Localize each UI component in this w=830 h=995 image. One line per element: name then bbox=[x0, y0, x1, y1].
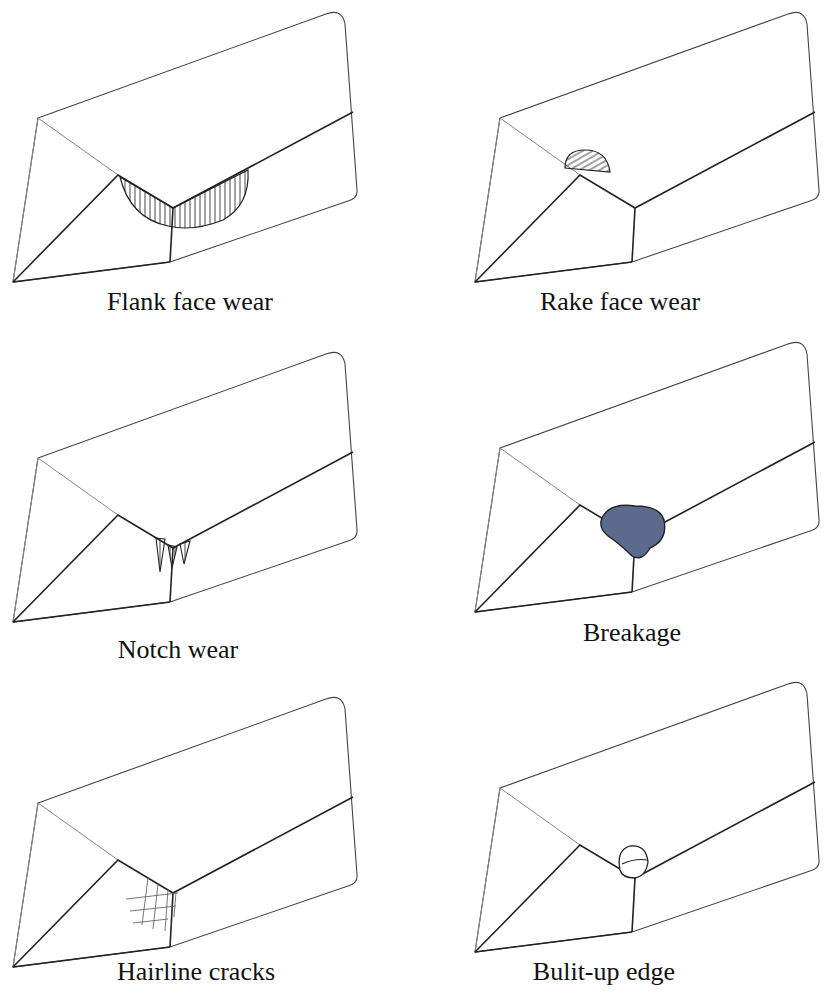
built-up-edge-tool bbox=[475, 682, 819, 952]
flank-wear-tool bbox=[13, 12, 357, 282]
caption-label: Rake face wear bbox=[540, 287, 700, 317]
caption-label: Notch wear bbox=[118, 635, 239, 665]
notch-wear-tool bbox=[13, 352, 357, 622]
caption-label: Flank face wear bbox=[107, 287, 273, 317]
breakage-tool bbox=[475, 342, 819, 612]
caption-label: Hairline cracks bbox=[117, 957, 275, 987]
caption-label: Breakage bbox=[583, 618, 681, 648]
caption-label: Bulit-up edge bbox=[533, 957, 675, 987]
hairline-cracks-tool bbox=[13, 697, 357, 967]
rake-wear-tool bbox=[475, 12, 819, 282]
